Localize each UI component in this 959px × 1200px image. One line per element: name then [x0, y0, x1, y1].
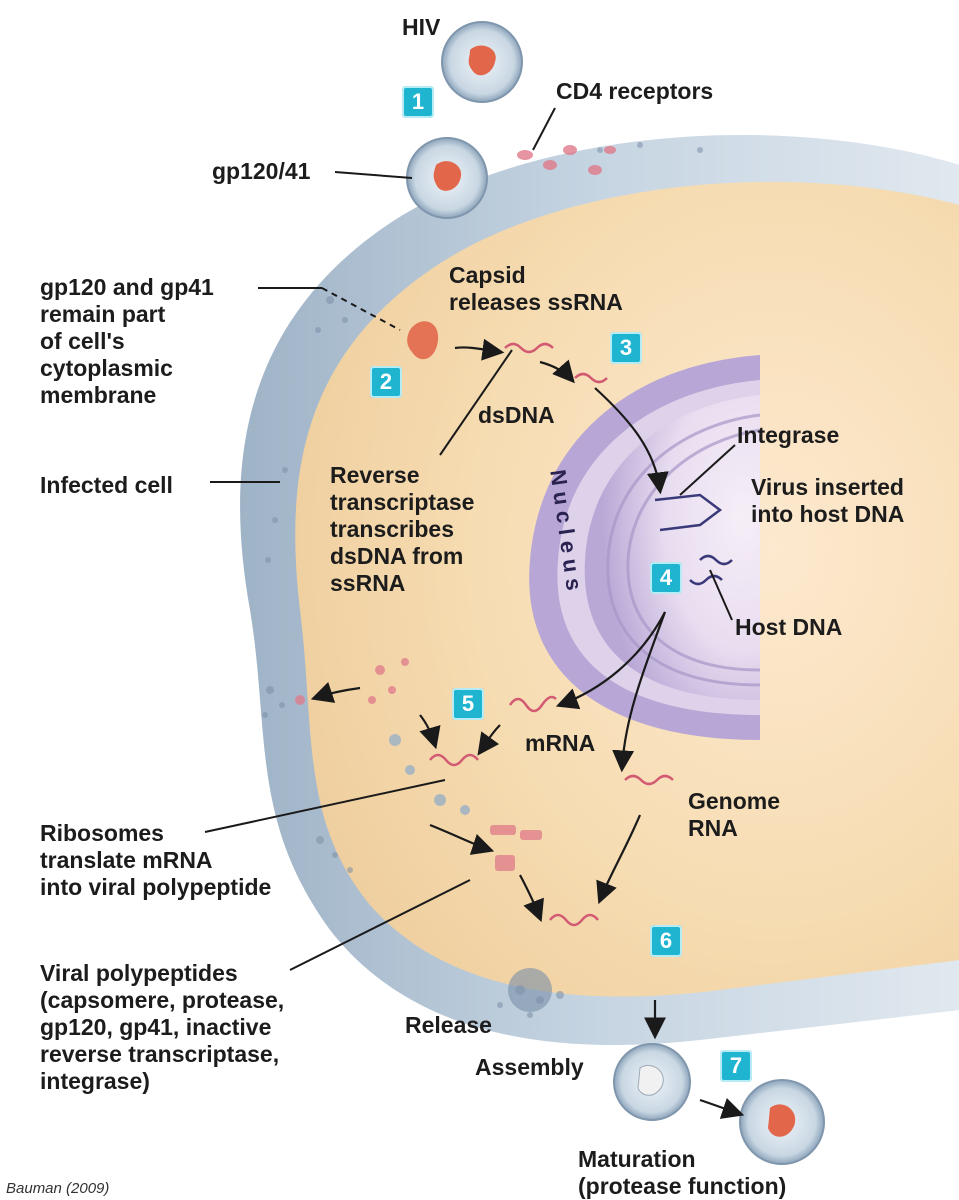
infected-cell-label: Infected cell [40, 472, 173, 498]
dsdna-label: dsDNA [478, 402, 555, 428]
step-badge-4: 4 [650, 562, 682, 594]
hiv-virion-binding [406, 137, 488, 219]
step-badge-6: 6 [650, 925, 682, 957]
step-badge-7: 7 [720, 1050, 752, 1082]
integrase-label: Integrase [737, 422, 840, 448]
hiv-virion-top [441, 21, 523, 103]
genome-rna-label: Genome RNA [688, 788, 781, 841]
gp120-41-label: gp120/41 [212, 158, 311, 184]
hiv-label: HIV [402, 14, 441, 40]
viral-polypeptides-label: Viral polypeptides (capsomere, protease,… [40, 960, 285, 1094]
credit-text: Bauman (2009) [6, 1180, 110, 1197]
assembly-label: Assembly [475, 1054, 584, 1080]
release-label: Release [405, 1012, 492, 1038]
step-badge-2: 2 [370, 366, 402, 398]
maturation-label: Maturation (protease function) [578, 1146, 787, 1199]
step-badge-3: 3 [610, 332, 642, 364]
reverse-transcriptase-label: Reverse transcriptase transcribes dsDNA … [330, 462, 475, 596]
hiv-virion-assembly [613, 1043, 691, 1121]
virus-inserted-label: Virus inserted into host DNA [751, 474, 905, 527]
mrna-label: mRNA [525, 730, 596, 756]
cd4-receptors-label: CD4 receptors [556, 78, 714, 104]
host-dna-label: Host DNA [735, 614, 843, 640]
ribosomes-label: Ribosomes translate mRNA into viral poly… [40, 820, 272, 900]
step-badge-1: 1 [402, 86, 434, 118]
capsid-releases-label: Capsid releases ssRNA [449, 262, 623, 315]
hiv-virion-mature [739, 1079, 825, 1165]
gp120-gp41-membrane-label: gp120 and gp41 remain part of cell's cyt… [40, 274, 214, 408]
step-badge-5: 5 [452, 688, 484, 720]
